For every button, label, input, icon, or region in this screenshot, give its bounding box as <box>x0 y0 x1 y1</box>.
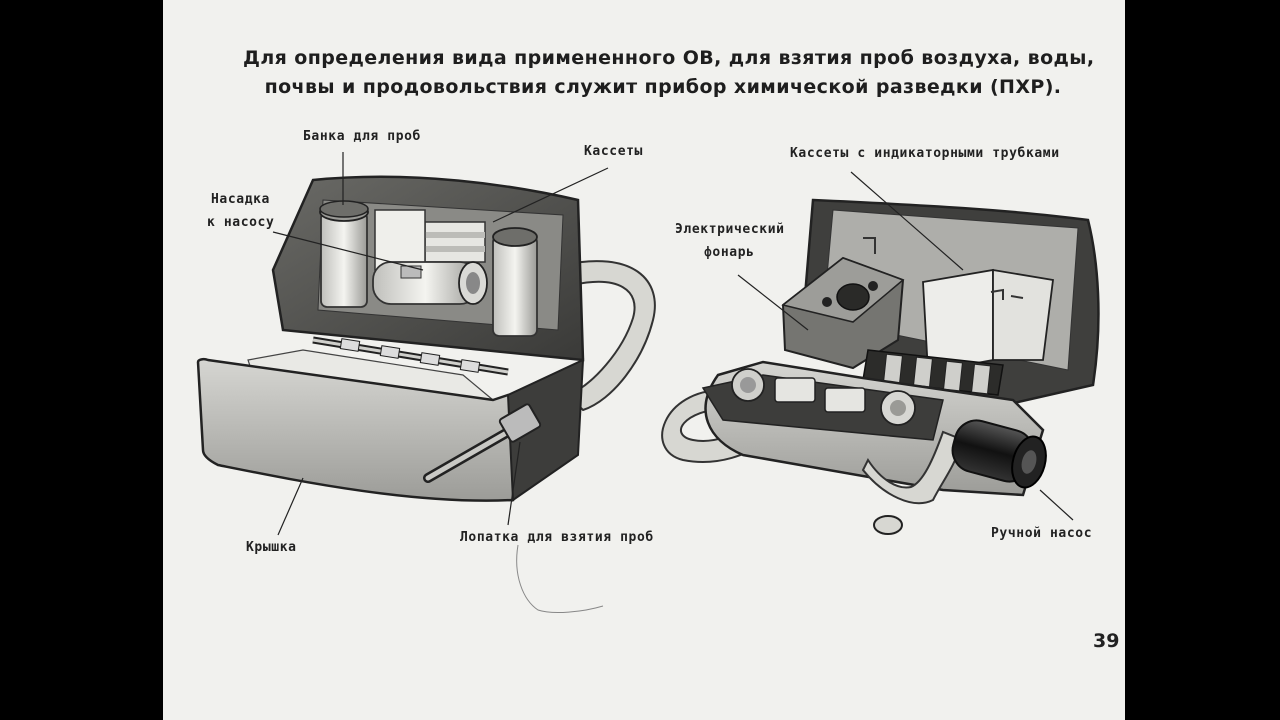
left-device-drawing <box>196 175 656 502</box>
label-flashlight-1: Электрический <box>675 222 785 237</box>
film-strip-frame: Для определения вида примененного ОВ, дл… <box>163 0 1125 720</box>
sampling-spatula <box>423 403 542 483</box>
right-device-drawing <box>661 198 1100 535</box>
caption-line-1: Для определения вида примененного ОВ, дл… <box>243 47 1095 69</box>
lid-left <box>196 357 525 502</box>
label-pump-nozzle-1: Насадка <box>211 192 270 207</box>
sample-jar-right <box>492 227 538 337</box>
label-sample-jar: Банка для проб <box>303 129 421 144</box>
label-flashlight-2: фонарь <box>704 245 755 260</box>
page-number: 39 <box>1093 630 1120 652</box>
pump-nozzle-cylinder <box>372 261 488 305</box>
label-sampling-spatula: Лопатка для взятия проб <box>460 530 654 545</box>
label-pump-nozzle-2: к насосу <box>207 215 275 230</box>
illustration <box>196 152 1100 614</box>
label-indicator-tube-cassettes: Кассеты с индикаторными трубками <box>790 146 1060 161</box>
indicator-tube-rack-left <box>312 336 509 376</box>
caption-line-2: почвы и продовольствия служит прибор хим… <box>264 76 1062 98</box>
electric-flashlight <box>781 256 905 370</box>
label-lid: Крышка <box>246 540 297 555</box>
page-caption: Для определения вида примененного ОВ, дл… <box>243 44 1095 102</box>
sample-jar-left <box>319 200 369 308</box>
hand-pump <box>951 419 1047 489</box>
label-hand-pump: Ручной насос <box>991 526 1093 541</box>
leader-lines <box>272 152 1074 536</box>
cassette-stack-left <box>374 209 486 271</box>
indicator-tube-cassettes <box>863 237 1055 374</box>
label-cassettes: Кассеты <box>584 144 643 159</box>
